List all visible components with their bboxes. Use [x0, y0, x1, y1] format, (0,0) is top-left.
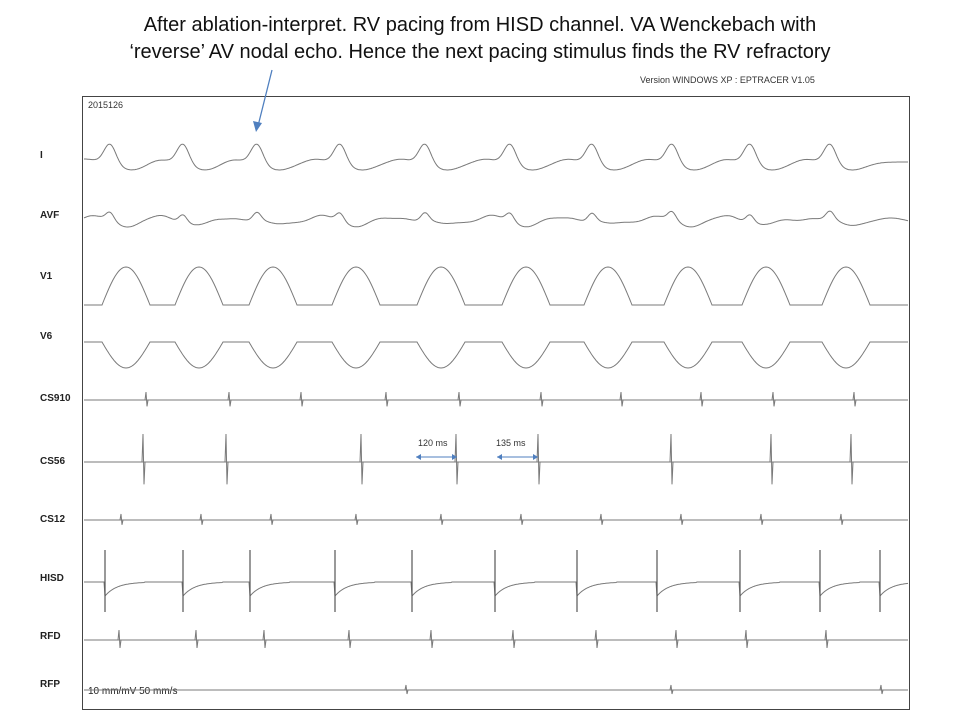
- trace-cs56-spike-7: [769, 433, 774, 485]
- lead-label-rfp: RFP: [40, 679, 60, 690]
- trace-cs910-spike-2: [227, 391, 232, 407]
- trace-rfd-spike-5: [429, 629, 434, 649]
- trace-rfd-spike-1: [117, 629, 122, 649]
- record-id: 2015126: [88, 100, 124, 110]
- lead-label-i: I: [40, 150, 43, 161]
- lead-label-hisd: HISD: [40, 573, 64, 584]
- trace-lead-i: [84, 143, 908, 171]
- lead-label-v6: V6: [40, 331, 53, 342]
- software-version: Version WINDOWS XP : EPTRACER V1.05: [640, 75, 815, 85]
- trace-rfd-spike-9: [744, 629, 749, 649]
- trace-cs56-spike-3: [359, 433, 364, 485]
- caption-line-2: ‘reverse’ AV nodal echo. Hence the next …: [129, 41, 831, 63]
- trace-cs12-spike-1: [119, 513, 124, 525]
- trace-cs12-spike-8: [679, 513, 684, 525]
- trace-rfd-spike-2: [194, 629, 199, 649]
- trace-cs910-spike-5: [457, 391, 462, 407]
- trace-cs56-spike-2: [224, 433, 229, 485]
- trace-rfd-spike-8: [674, 629, 679, 649]
- trace-cs12-spike-9: [759, 513, 764, 525]
- trace-cs56-spike-8: [849, 433, 854, 485]
- lead-label-rfd: RFD: [40, 631, 61, 642]
- trace-cs910-spike-1: [144, 391, 149, 407]
- trace-rfd-spike-10: [824, 629, 829, 649]
- trace-rfp-spike-3: [879, 684, 884, 695]
- measurement-label-1: 120 ms: [418, 438, 448, 448]
- trace-cs12-spike-5: [439, 513, 444, 525]
- trace-cs910-spike-3: [299, 391, 304, 407]
- trace-cs12-spike-6: [519, 513, 524, 525]
- trace-rfd-spike-6: [511, 629, 516, 649]
- measurement-label-2: 135 ms: [496, 438, 526, 448]
- trace-cs910-spike-8: [699, 391, 704, 407]
- trace-cs910-spike-4: [384, 391, 389, 407]
- trace-rfd-spike-3: [262, 629, 267, 649]
- measurement-caliper-2-arrowhead-left: [497, 454, 502, 460]
- measurement-caliper-2-arrowhead-right: [533, 454, 538, 460]
- trace-rfd-spike-4: [347, 629, 352, 649]
- measurement-caliper-1-arrowhead-right: [452, 454, 457, 460]
- trace-rfp-spike-1: [404, 684, 409, 695]
- trace-lead-v6: [84, 341, 908, 369]
- trace-cs910-spike-7: [619, 391, 624, 407]
- trace-hisd: [84, 581, 909, 598]
- trace-lead-v1: [84, 266, 908, 306]
- trace-lead-avf: [83, 210, 909, 228]
- trace-cs910-spike-9: [771, 391, 776, 407]
- ecg-frame: [82, 96, 910, 710]
- lead-label-cs56: CS56: [40, 456, 66, 467]
- trace-rfp-spike-2: [669, 684, 674, 695]
- trace-cs12-spike-2: [199, 513, 204, 525]
- lead-label-cs910: CS910: [40, 393, 71, 404]
- trace-cs12-spike-3: [269, 513, 274, 525]
- lead-label-cs12: CS12: [40, 514, 66, 525]
- caption-line-1: After ablation-interpret. RV pacing from…: [143, 14, 817, 36]
- trace-cs56-spike-1: [141, 433, 146, 485]
- lead-label-avf: AVF: [40, 210, 60, 221]
- pointer-arrow-line: [257, 69, 273, 127]
- trace-cs12-spike-10: [839, 513, 844, 525]
- trace-rfd-spike-7: [594, 629, 599, 649]
- trace-cs12-spike-7: [599, 513, 604, 525]
- caption: After ablation-interpret. RV pacing from…: [40, 12, 920, 66]
- trace-cs56-spike-6: [669, 433, 674, 485]
- trace-cs56-spike-5: [536, 433, 541, 485]
- trace-cs910-spike-6: [539, 391, 544, 407]
- pointer-arrow-head: [253, 121, 262, 132]
- scale-label: 10 mm/mV 50 mm/s: [88, 686, 178, 697]
- lead-label-v1: V1: [40, 271, 53, 282]
- trace-cs12-spike-4: [354, 513, 359, 525]
- measurement-caliper-1-arrowhead-left: [416, 454, 421, 460]
- trace-cs910-spike-10: [852, 391, 857, 407]
- trace-cs56-spike-4: [454, 433, 459, 485]
